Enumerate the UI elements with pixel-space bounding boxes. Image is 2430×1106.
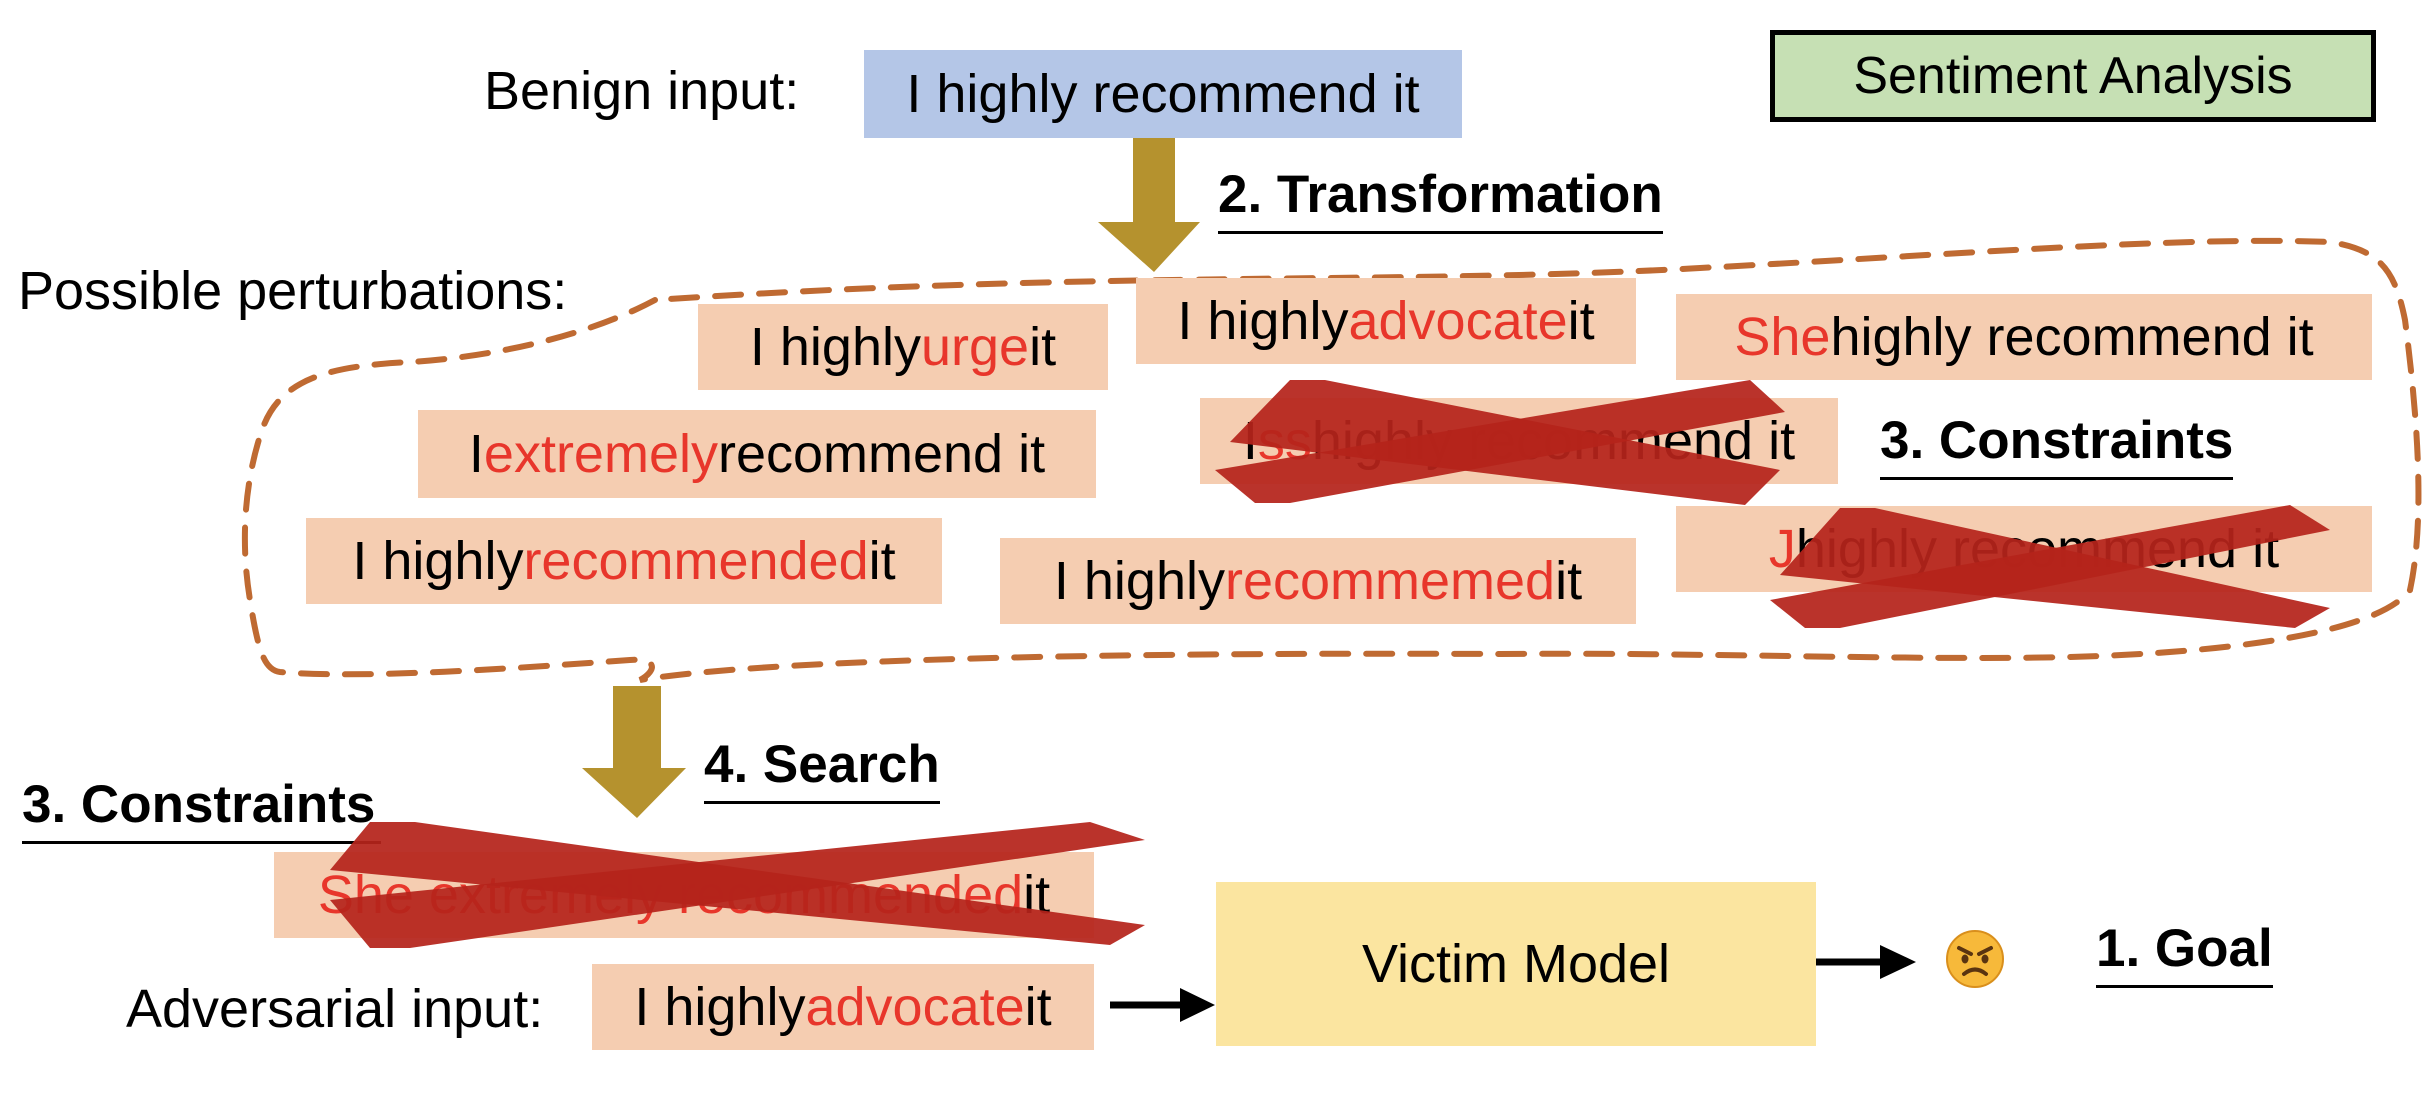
transformation-arrow-icon bbox=[1098, 138, 1200, 272]
perturbation-recommended: I highly recommended it bbox=[306, 518, 942, 604]
text-changed: urge bbox=[921, 317, 1030, 377]
perturbation-she: She highly recommend it bbox=[1676, 294, 2372, 380]
perturbation-urge: I highly urge it bbox=[698, 304, 1108, 390]
text-changed: extremely bbox=[483, 424, 718, 484]
text-plain: I highly bbox=[634, 977, 806, 1037]
cross-icon bbox=[330, 822, 1145, 948]
victim-model-box: Victim Model bbox=[1216, 882, 1816, 1046]
benign-input-box: I highly recommend it bbox=[864, 50, 1462, 138]
perturbation-recommemed: I highly recommemed it bbox=[1000, 538, 1636, 624]
sentiment-analysis-box: Sentiment Analysis bbox=[1770, 30, 2376, 122]
text-plain: I highly bbox=[352, 531, 524, 591]
constraints-header-left: 3. Constraints bbox=[22, 778, 382, 844]
text-changed: recommended bbox=[523, 531, 869, 591]
perturbation-advocate: I highly advocate it bbox=[1136, 278, 1636, 364]
text-plain: it bbox=[1029, 317, 1057, 377]
transformation-header: 2. Transformation bbox=[1218, 168, 1663, 234]
perturbation-extremely: I extremely recommend it bbox=[418, 410, 1096, 498]
benign-input-label: Benign input: bbox=[484, 61, 800, 121]
text-changed: She bbox=[1734, 307, 1831, 367]
text-plain: I bbox=[468, 424, 484, 484]
adversarial-input-label: Adversarial input: bbox=[126, 979, 544, 1039]
search-header: 4. Search bbox=[704, 738, 940, 804]
perturbation-dashed-outline bbox=[241, 237, 2422, 683]
adversarial-input-box: I highly advocate it bbox=[592, 964, 1094, 1050]
text-plain: it bbox=[1567, 291, 1595, 351]
text-changed: recommemed bbox=[1225, 551, 1556, 611]
possible-perturbations-label: Possible perturbations: bbox=[18, 261, 568, 321]
text-plain: I highly bbox=[1053, 551, 1225, 611]
text-plain: it bbox=[868, 531, 896, 591]
goal-header: 1. Goal bbox=[2096, 922, 2273, 988]
angry-face-icon bbox=[1946, 930, 2004, 988]
text-plain: it bbox=[1024, 977, 1052, 1037]
text-changed: advocate bbox=[1348, 291, 1568, 351]
constraints-header-right: 3. Constraints bbox=[1880, 414, 2234, 480]
text-changed: advocate bbox=[805, 977, 1025, 1037]
adversarial-to-victim-arrow-icon bbox=[1180, 988, 1215, 1022]
cross-icon bbox=[1215, 380, 1785, 503]
search-arrow-icon bbox=[582, 686, 686, 818]
text-plain: recommend it bbox=[717, 424, 1046, 484]
text-plain: it bbox=[1555, 551, 1583, 611]
text-plain: I highly bbox=[749, 317, 921, 377]
text-plain: I highly bbox=[1177, 291, 1349, 351]
victim-to-output-arrow-icon bbox=[1880, 945, 1916, 979]
text-plain: highly recommend it bbox=[1830, 307, 2314, 367]
cross-icon bbox=[1770, 505, 2330, 628]
